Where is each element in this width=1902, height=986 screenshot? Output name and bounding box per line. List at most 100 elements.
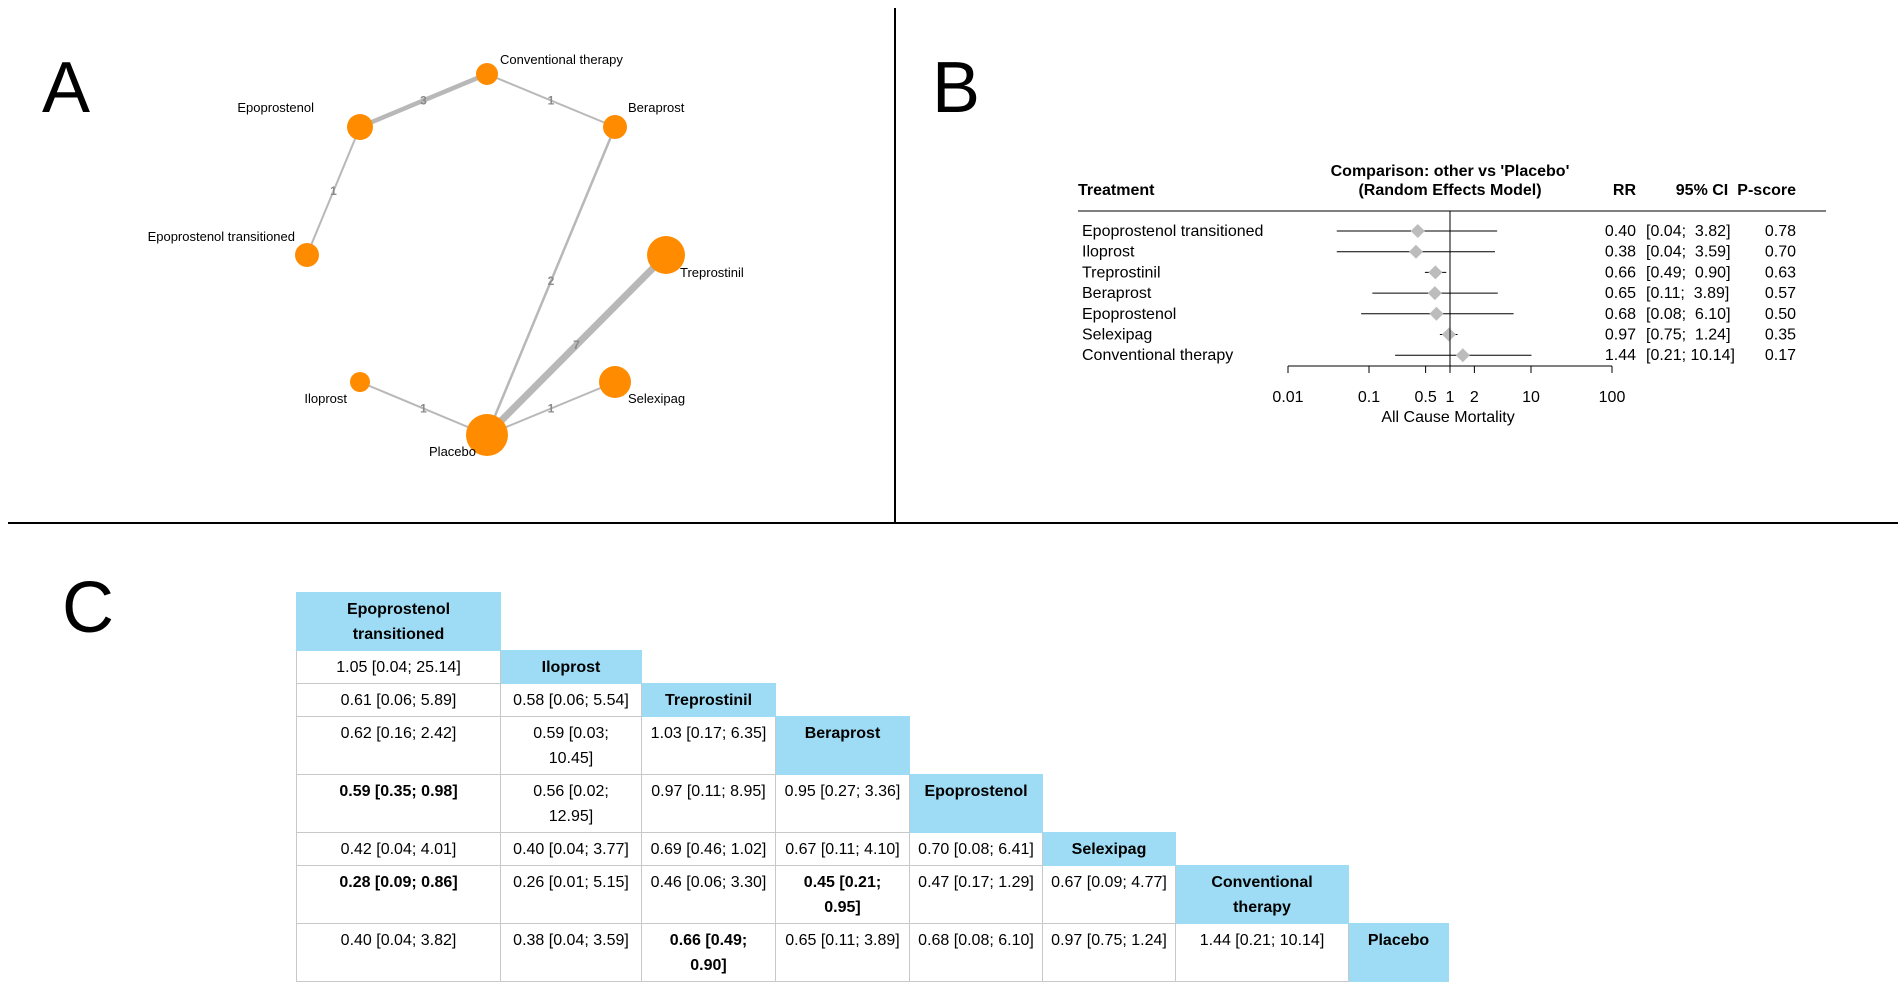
league-cell: 0.65 [0.11; 3.89] bbox=[775, 923, 910, 982]
league-empty-cell bbox=[1176, 684, 1349, 717]
league-empty-cell bbox=[1043, 684, 1176, 717]
league-empty-cell bbox=[1043, 775, 1176, 833]
forest-header-rr: RR bbox=[1613, 182, 1637, 199]
forest-rr-value: 1.44 bbox=[1605, 347, 1636, 364]
network-node-label: Selexipag bbox=[628, 391, 685, 406]
league-empty-cell bbox=[776, 684, 910, 717]
league-diagonal-treatment: Conventional therapy bbox=[1175, 865, 1349, 924]
horizontal-divider bbox=[8, 522, 1898, 524]
network-edge-label: 3 bbox=[420, 94, 427, 108]
network-edge-label: 1 bbox=[548, 94, 555, 108]
league-empty-cell bbox=[910, 593, 1043, 651]
league-cell: 0.66 [0.49; 0.90] bbox=[641, 923, 776, 982]
league-empty-cell bbox=[1349, 684, 1449, 717]
network-node-label: Beraprost bbox=[628, 100, 685, 115]
forest-header-pscore: P-score bbox=[1737, 182, 1796, 199]
network-edge bbox=[486, 381, 616, 436]
league-cell: 0.58 [0.06; 5.54] bbox=[500, 683, 642, 717]
forest-tick-label: 10 bbox=[1522, 389, 1540, 406]
league-cell: 1.05 [0.04; 25.14] bbox=[296, 650, 501, 684]
network-edge bbox=[359, 71, 488, 130]
forest-tick-label: 1 bbox=[1446, 389, 1455, 406]
network-node-label: Treprostinil bbox=[680, 265, 744, 280]
forest-point-estimate bbox=[1427, 286, 1442, 301]
league-empty-cell bbox=[1176, 833, 1349, 866]
network-edge-label: 7 bbox=[573, 338, 580, 352]
forest-pscore-value: 0.78 bbox=[1765, 223, 1796, 240]
forest-header-ci: 95% CI bbox=[1676, 182, 1728, 199]
vertical-divider bbox=[894, 8, 896, 523]
league-row: 0.42 [0.04; 4.01]0.40 [0.04; 3.77]0.69 [… bbox=[296, 832, 1449, 866]
league-cell: 0.70 [0.08; 6.41] bbox=[909, 832, 1043, 866]
league-cell: 0.95 [0.27; 3.36] bbox=[775, 774, 910, 833]
network-node bbox=[295, 243, 319, 267]
league-empty-cell bbox=[776, 593, 910, 651]
forest-x-label: All Cause Mortality bbox=[1381, 409, 1514, 426]
forest-point-estimate bbox=[1441, 327, 1456, 342]
network-node-label: Placebo bbox=[429, 444, 476, 459]
network-node bbox=[599, 366, 631, 398]
forest-pscore-value: 0.70 bbox=[1765, 244, 1796, 261]
league-diagonal-treatment: Selexipag bbox=[1042, 832, 1176, 866]
forest-pscore-value: 0.17 bbox=[1765, 347, 1796, 364]
forest-pscore-value: 0.63 bbox=[1765, 264, 1796, 281]
network-node bbox=[347, 114, 373, 140]
forest-ci-value: [0.04; 3.59] bbox=[1646, 244, 1731, 261]
forest-ci-value: [0.08; 6.10] bbox=[1646, 306, 1731, 323]
network-edge-label: 1 bbox=[420, 402, 427, 416]
league-empty-cell bbox=[1176, 651, 1349, 684]
forest-rr-value: 0.68 bbox=[1605, 306, 1636, 323]
network-edge-label: 2 bbox=[548, 274, 555, 288]
league-empty-cell bbox=[910, 651, 1043, 684]
league-cell: 1.44 [0.21; 10.14] bbox=[1175, 923, 1349, 982]
league-empty-cell bbox=[1043, 717, 1176, 775]
forest-plot: Treatment Comparison: other vs 'Placebo'… bbox=[1078, 163, 1826, 426]
network-edge bbox=[486, 73, 616, 128]
league-diagonal-treatment: Placebo bbox=[1348, 923, 1449, 982]
network-edge bbox=[484, 252, 669, 438]
network-edge bbox=[485, 126, 617, 436]
forest-pscore-value: 0.35 bbox=[1765, 327, 1796, 344]
league-diagonal-treatment: Beraprost bbox=[775, 716, 910, 775]
league-row: Epoprostenol transitioned bbox=[296, 592, 1449, 651]
network-edge bbox=[306, 126, 361, 256]
league-cell: 0.67 [0.09; 4.77] bbox=[1042, 865, 1176, 924]
forest-tick-label: 0.1 bbox=[1358, 389, 1380, 406]
network-node-label: Epoprostenol bbox=[237, 100, 314, 115]
league-diagonal-treatment: Epoprostenol transitioned bbox=[296, 592, 501, 651]
forest-ci-value: [0.49; 0.90] bbox=[1646, 264, 1731, 281]
league-cell: 0.42 [0.04; 4.01] bbox=[296, 832, 501, 866]
league-cell: 0.56 [0.02; 12.95] bbox=[500, 774, 642, 833]
league-cell: 0.28 [0.09; 0.86] bbox=[296, 865, 501, 924]
network-edge-label: 1 bbox=[330, 184, 337, 198]
league-cell: 0.61 [0.06; 5.89] bbox=[296, 683, 501, 717]
network-node bbox=[647, 236, 685, 274]
league-empty-cell bbox=[1349, 717, 1449, 775]
network-node-label: Epoprostenol transitioned bbox=[148, 229, 295, 244]
panel-label-a: A bbox=[42, 48, 91, 128]
network-node bbox=[476, 63, 498, 85]
network-edge-label: 1 bbox=[548, 402, 555, 416]
league-diagonal-treatment: Epoprostenol bbox=[909, 774, 1043, 833]
forest-header-comparison-2: (Random Effects Model) bbox=[1358, 182, 1541, 199]
forest-treatment-label: Conventional therapy bbox=[1082, 347, 1233, 364]
league-row: 0.28 [0.09; 0.86]0.26 [0.01; 5.15]0.46 [… bbox=[296, 865, 1449, 924]
league-empty-cell bbox=[1349, 651, 1449, 684]
league-diagonal-treatment: Treprostinil bbox=[641, 683, 776, 717]
network-node bbox=[603, 115, 627, 139]
forest-ci-value: [0.21; 10.14] bbox=[1646, 347, 1735, 364]
league-cell: 0.40 [0.04; 3.77] bbox=[500, 832, 642, 866]
league-row: 0.40 [0.04; 3.82]0.38 [0.04; 3.59]0.66 [… bbox=[296, 923, 1449, 982]
forest-ci-value: [0.75; 1.24] bbox=[1646, 327, 1731, 344]
forest-treatment-label: Beraprost bbox=[1082, 285, 1152, 302]
league-cell: 0.67 [0.11; 4.10] bbox=[775, 832, 910, 866]
league-cell: 0.62 [0.16; 2.42] bbox=[296, 716, 501, 775]
league-empty-cell bbox=[1043, 593, 1176, 651]
league-cell: 0.68 [0.08; 6.10] bbox=[909, 923, 1043, 982]
panel-label-b: B bbox=[932, 48, 981, 128]
forest-point-estimate bbox=[1429, 306, 1444, 321]
league-cell: 0.97 [0.11; 8.95] bbox=[641, 774, 776, 833]
league-cell: 0.40 [0.04; 3.82] bbox=[296, 923, 501, 982]
